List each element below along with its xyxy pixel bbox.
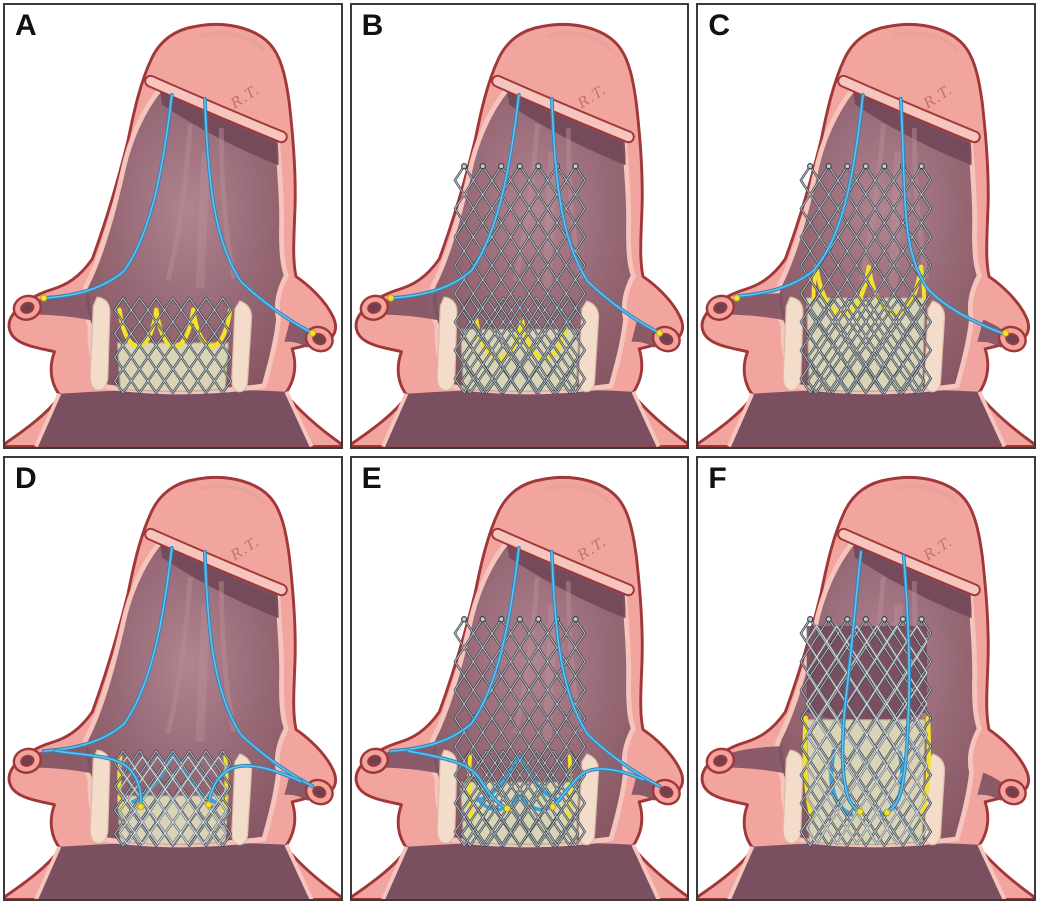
- panel-B-illustration: [352, 5, 688, 447]
- panel-B: B R.T.: [349, 3, 690, 449]
- panel-A-illustration: [5, 5, 341, 447]
- panel-C-illustration: [698, 5, 1034, 447]
- device-overlay: [40, 93, 317, 394]
- panel-label-D: D: [15, 461, 37, 495]
- panel-D-illustration: [5, 458, 341, 900]
- panel-label-C: C: [708, 9, 730, 42]
- panel-E: E R.T.: [349, 455, 690, 901]
- device-overlay: [799, 549, 933, 847]
- panel-F-illustration: [698, 458, 1034, 900]
- device-overlay: [733, 93, 1010, 394]
- device-overlay: [386, 93, 663, 394]
- panel-label-E: E: [361, 461, 382, 495]
- panel-A: A R.T.: [3, 3, 343, 449]
- device-overlay: [388, 545, 662, 847]
- panel-E-illustration: [352, 458, 688, 900]
- panel-C: C R.T.: [696, 3, 1036, 449]
- panel-label-B: B: [361, 9, 384, 42]
- panel-F: F R.T.: [696, 455, 1036, 901]
- panel-label-A: A: [15, 9, 37, 42]
- panel-label-F: F: [708, 461, 727, 495]
- panel-D: D R.T.: [3, 455, 343, 901]
- device-overlay: [41, 545, 315, 847]
